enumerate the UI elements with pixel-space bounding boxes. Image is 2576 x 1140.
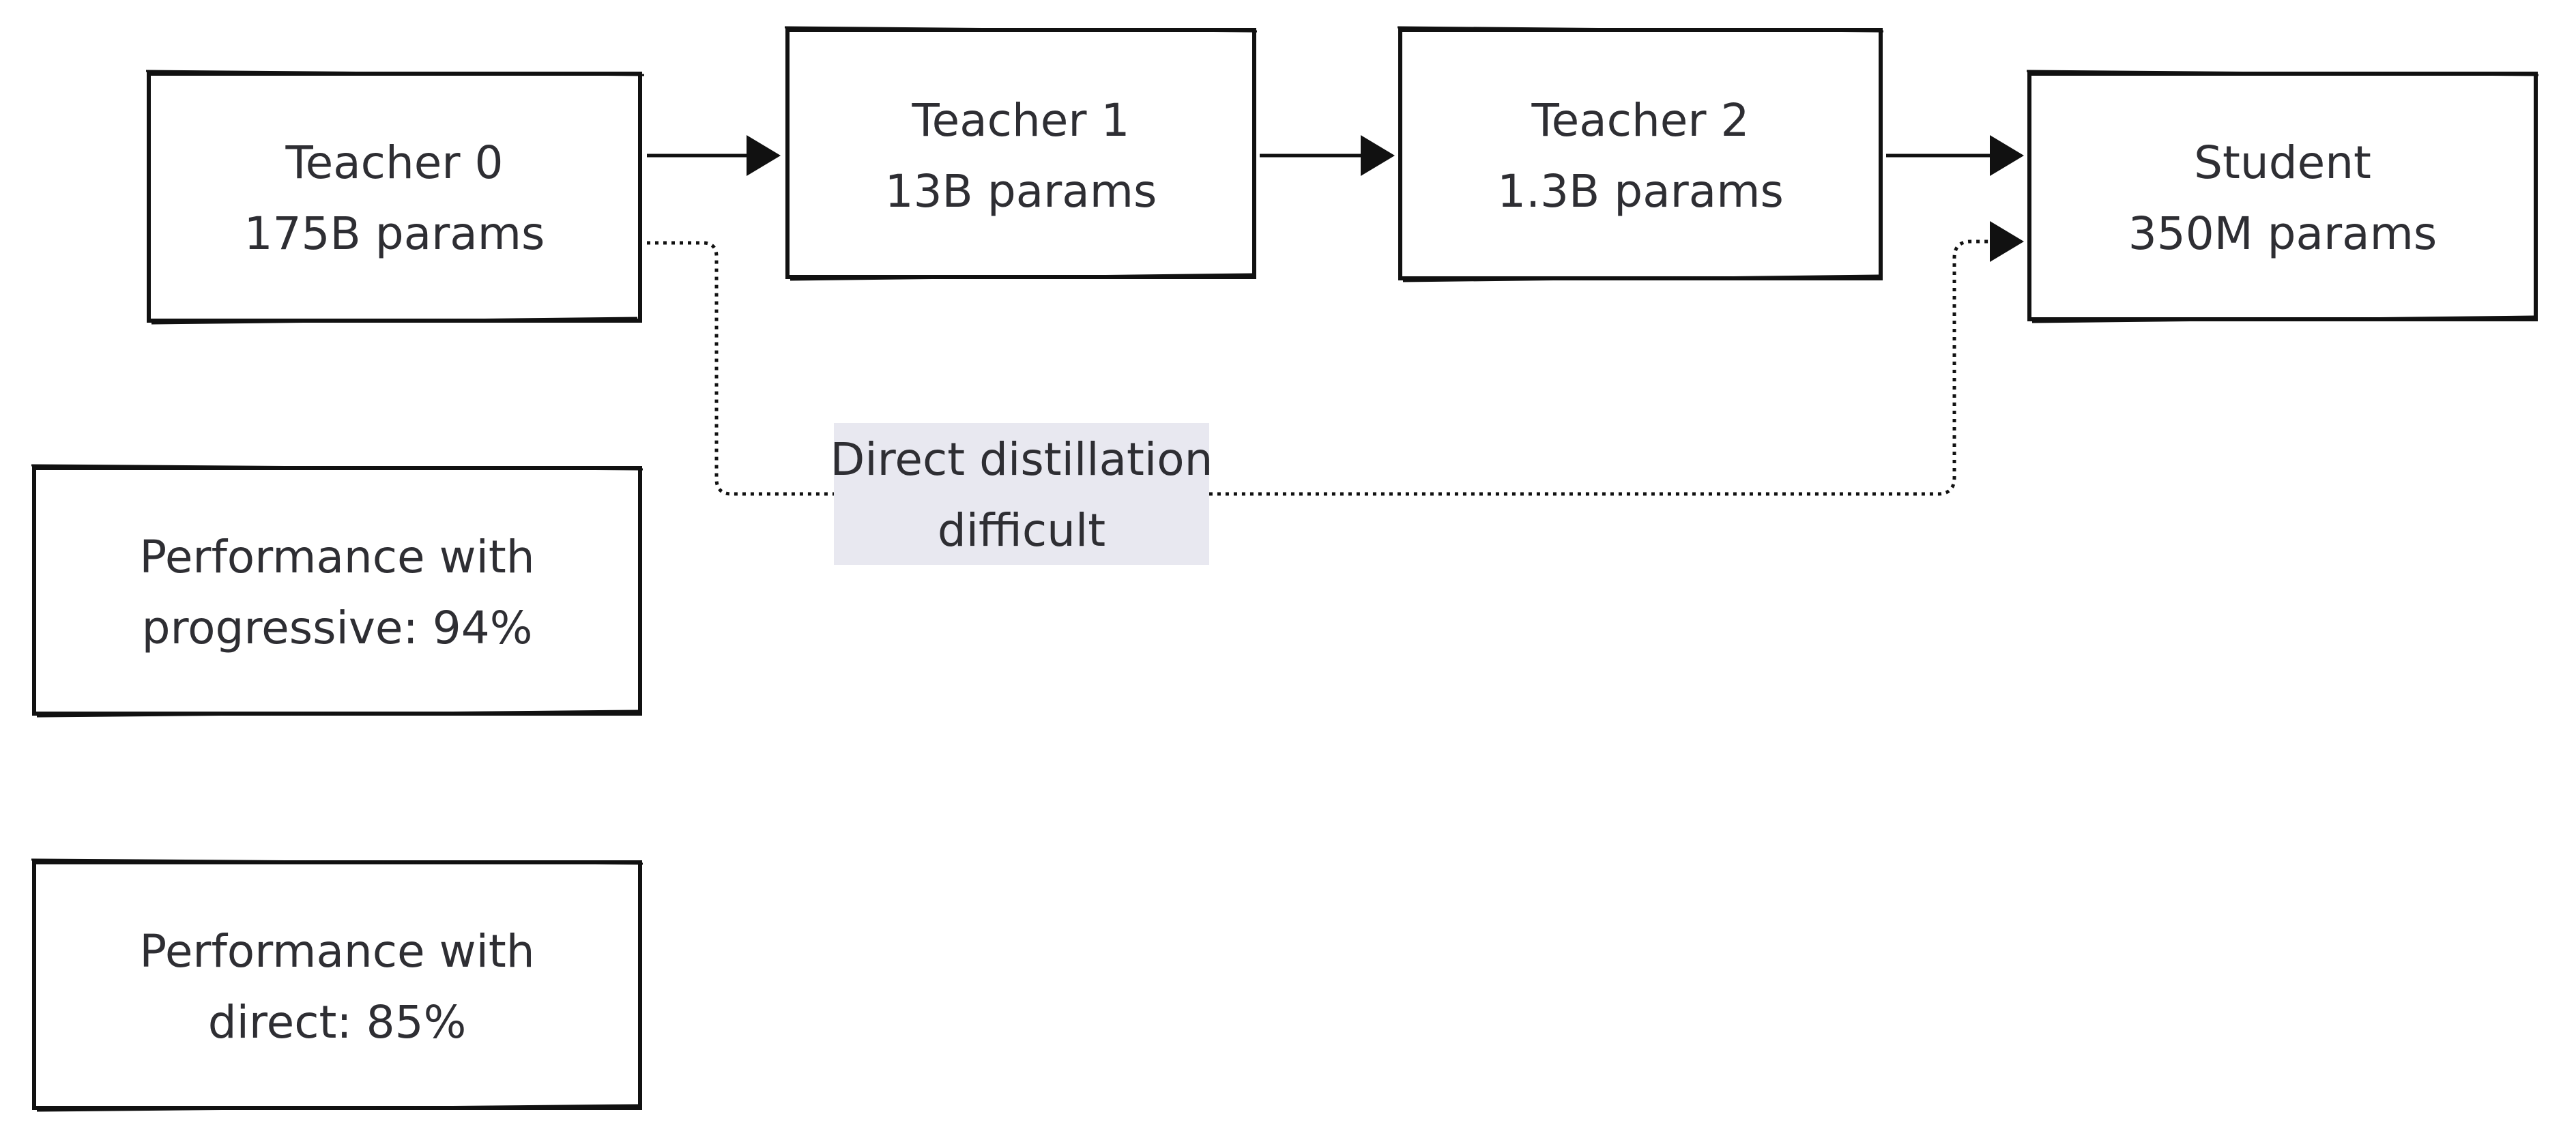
- node-title: Student: [2194, 136, 2371, 189]
- edge-teacher1-to-teacher2: [1260, 135, 1395, 176]
- node-line-2: direct: 85%: [208, 996, 467, 1049]
- node-teacher-1[interactable]: Teacher 1 13B params: [784, 26, 1258, 281]
- node-params: 1.3B params: [1497, 165, 1784, 218]
- node-title: Teacher 1: [912, 94, 1130, 147]
- edge-teacher0-to-student-direct: [647, 221, 2024, 496]
- node-line-1: Performance with: [139, 531, 534, 583]
- label-line-2: difficult: [938, 504, 1105, 557]
- label-background: [834, 423, 1209, 565]
- node-teacher-2[interactable]: Teacher 2 1.3B params: [1397, 26, 1884, 282]
- node-params: 350M params: [2128, 207, 2437, 260]
- edge-teacher2-to-student: [1886, 135, 2024, 176]
- node-performance-direct[interactable]: Performance with direct: 85%: [31, 858, 643, 1112]
- label-line-1: Direct distillation: [830, 433, 1213, 486]
- node-params: 13B params: [885, 165, 1157, 218]
- node-performance-progressive[interactable]: Performance with progressive: 94%: [31, 464, 643, 718]
- node-title: Teacher 2: [1531, 94, 1750, 147]
- arrowhead-icon: [747, 135, 781, 176]
- arrowhead-icon: [1990, 221, 2024, 262]
- node-teacher-0[interactable]: Teacher 0 175B params: [145, 70, 645, 325]
- direct-distillation-label: Direct distillation difficult: [830, 423, 1213, 565]
- arrowhead-icon: [1990, 135, 2024, 176]
- node-line-2: progressive: 94%: [142, 602, 533, 654]
- edge-teacher0-to-teacher1: [647, 135, 781, 176]
- node-title: Teacher 0: [285, 136, 504, 189]
- node-params: 175B params: [244, 207, 545, 260]
- arrowhead-icon: [1361, 135, 1395, 176]
- node-line-1: Performance with: [139, 925, 534, 978]
- node-student[interactable]: Student 350M params: [2026, 70, 2539, 323]
